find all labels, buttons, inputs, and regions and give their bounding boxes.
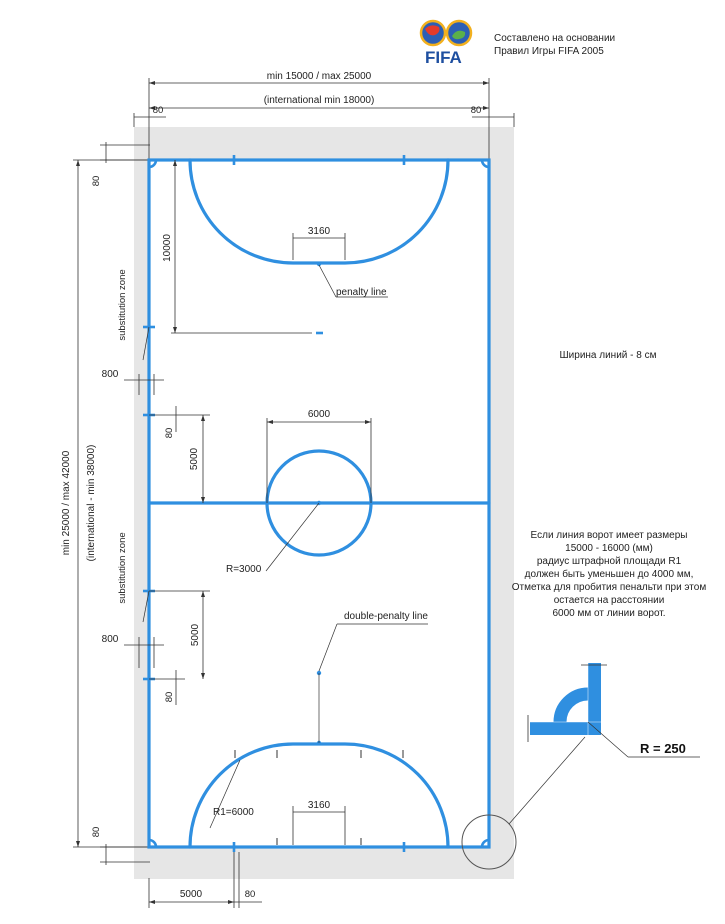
width-dimension: min 15000 / max 25000 (international min… [148,71,490,160]
note-line-2: 15000 - 16000 (мм) [565,543,653,554]
length-international-label: (international - min 38000) [86,445,97,562]
sub-zone-gap-bottom-label: 80 [164,692,175,703]
corner-detail: R = 250 [461,663,700,870]
caption-line-1: Составлено на основании [494,33,615,44]
length-range-label: min 25000 / max 42000 [61,450,72,555]
substitution-zone-top-label: substitution zone [117,269,128,340]
sub-zone-gap-top-label: 80 [164,428,175,439]
note-line-4: должен быть уменьшен до 4000 мм, [525,568,694,580]
margin-side-bottom-label: 80 [91,827,102,838]
margin-top-right-label: 80 [471,105,482,116]
centre-radius-callout: R=3000 [226,502,320,575]
sub-zone-top-dimensions: 5000 80 800 substitution zone [102,269,210,503]
bottom-area-markers [234,750,404,845]
centre-radius-label: R=3000 [226,564,262,575]
note-line-6: остается на расстоянии [554,595,665,606]
double-penalty-line-label: double-penalty line [344,611,428,622]
sub-zone-offset-lower-label: 5000 [190,623,201,646]
centre-circle-diameter-dimension: 6000 [266,409,372,503]
penalty-area-depth-dimension: 10000 [162,160,312,334]
penalty-mark-top [316,261,322,267]
penalty-line-label: penalty line [336,287,387,298]
margin-top-left-label: 80 [153,105,164,116]
sub-zone-offset-label: 5000 [189,447,200,470]
penalty-radius-label: R1=6000 [213,807,254,818]
globe-icon [419,19,473,47]
fifa-logo-text: FIFA [425,48,462,67]
double-penalty-callout: double-penalty line [318,611,428,743]
corner-offset-label: 5000 [180,889,203,900]
substitution-zone-bottom-label: substitution zone [117,532,128,603]
note-line-5: Отметка для пробития пенальти при этом [512,581,707,593]
penalty-line-length-bottom: 3160 [292,800,346,845]
corner-radius-label: R = 250 [640,741,686,756]
width-range-label: min 15000 / max 25000 [267,71,372,82]
penalty-line-length-top-label: 3160 [308,226,331,237]
fifa-logo: FIFA [419,19,473,67]
note-line-1: Если линия ворот имеет размеры [531,530,688,541]
corner-mark-gap-label: 80 [245,889,256,900]
margin-side-top-label: 80 [91,176,102,187]
caption-line-2: Правил Игры FIFA 2005 [494,46,604,57]
bottom-corner-dimensions: 5000 80 [148,852,262,908]
goal-line-note: Если линия ворот имеет размеры 15000 - 1… [512,530,707,619]
side-margin-dimensions: 80 80 [91,142,150,865]
corner-magnified-icon [527,663,607,742]
line-width-note: Ширина линий - 8 см [560,350,657,361]
penalty-line-length-bottom-label: 3160 [308,800,331,811]
penalty-line-length-top: 3160 [292,226,346,260]
sub-zone-length-top-label: 800 [102,369,119,380]
penalty-area-depth-label: 10000 [162,234,173,262]
note-line-3: радиус штрафной площади R1 [537,555,682,567]
top-margin-dimensions: 80 80 [133,105,515,127]
penalty-line-callout: penalty line [318,264,388,298]
note-line-7: 6000 мм от линии ворот. [552,608,665,619]
sub-zone-bottom-dimensions: 5000 80 800 substitution zone [102,532,210,705]
centre-circle-diameter-label: 6000 [308,409,331,420]
penalty-radius-callout: R1=6000 [209,759,254,829]
sub-zone-length-bottom-label: 800 [102,634,119,645]
width-international-label: (international min 18000) [264,95,375,106]
